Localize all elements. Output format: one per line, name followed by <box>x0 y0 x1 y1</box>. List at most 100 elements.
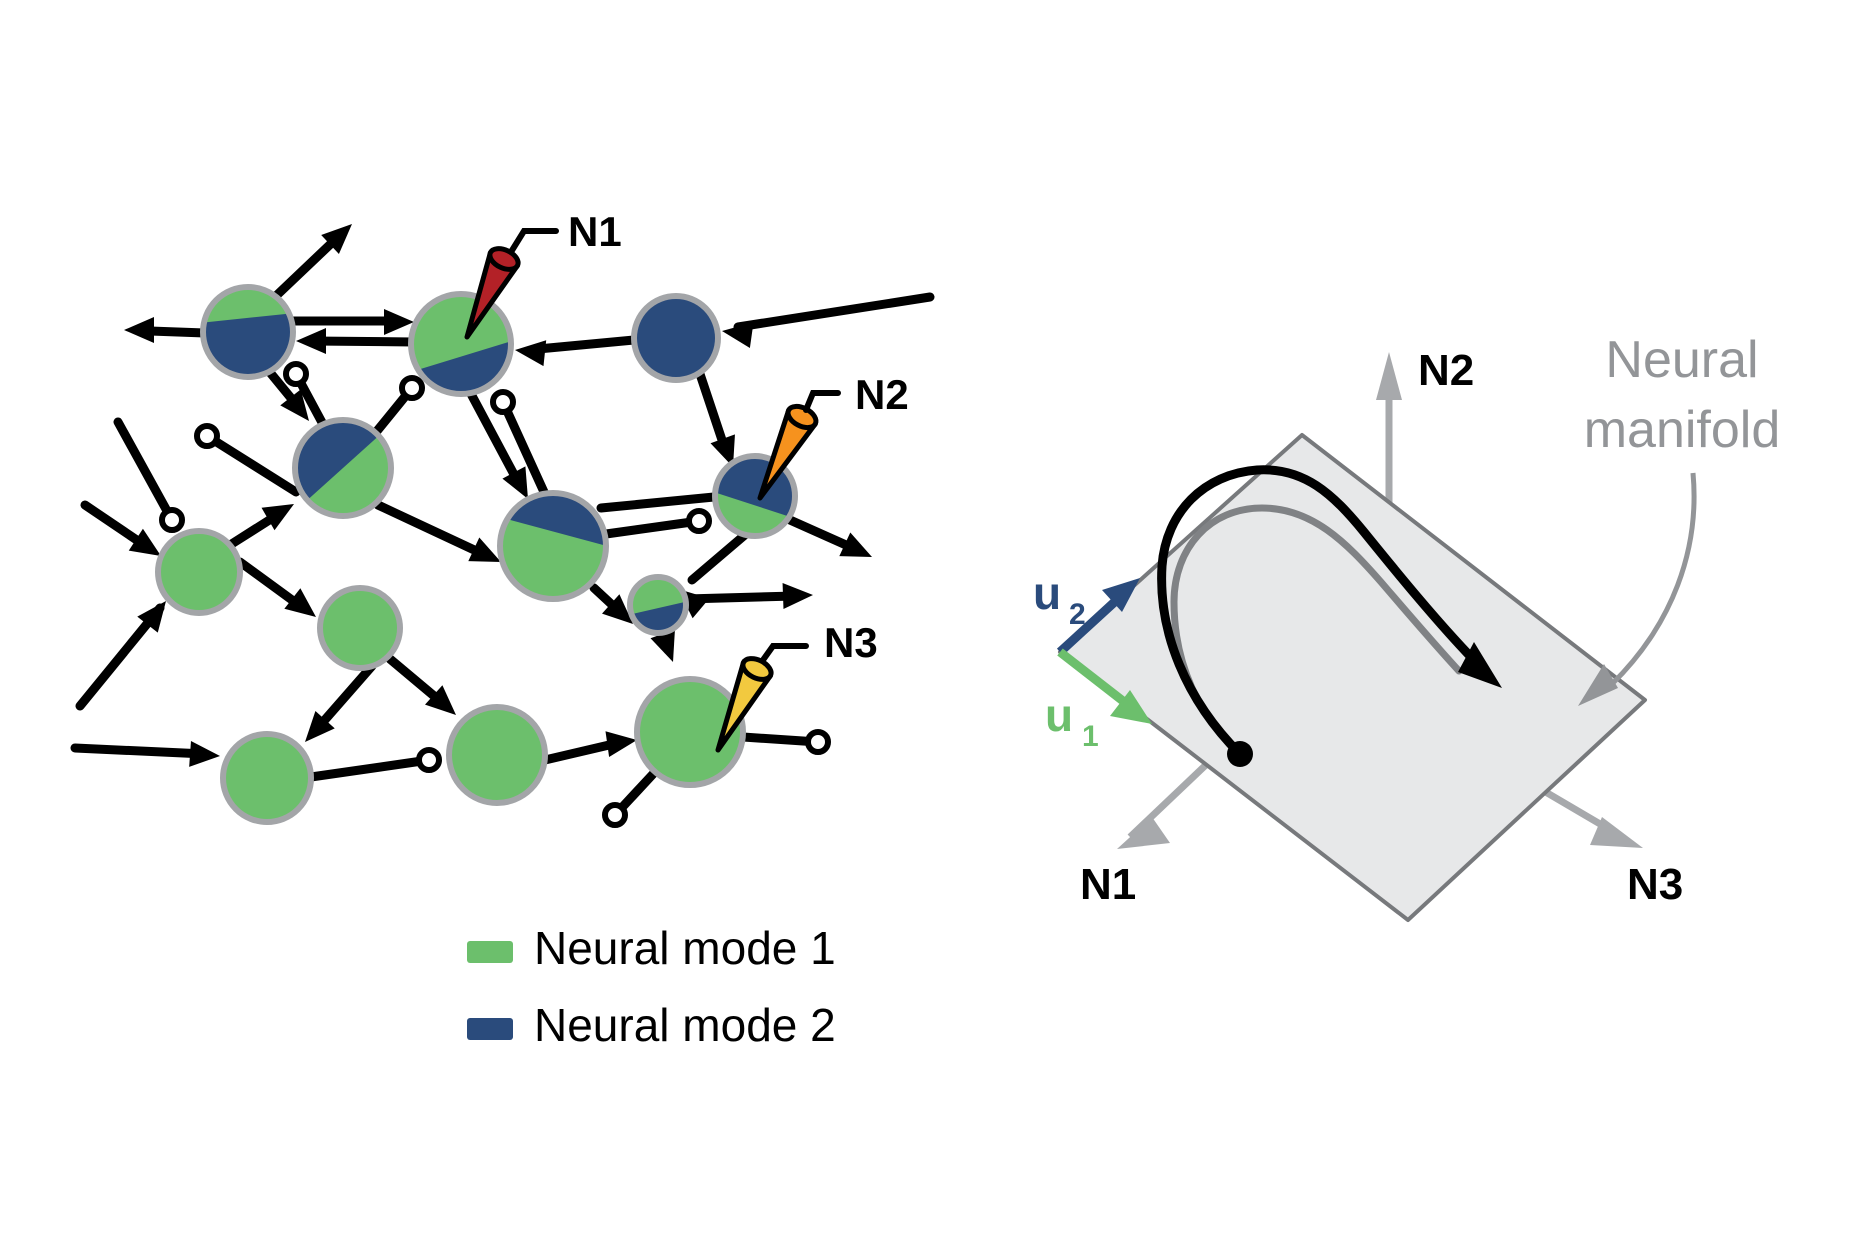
bouton-circle-icon <box>399 375 425 401</box>
neuron-outline <box>627 574 689 636</box>
synapse-terminal-icon <box>425 685 456 715</box>
synapse-terminals <box>124 224 872 828</box>
u2-label: u <box>1033 567 1061 619</box>
axon-stub-line <box>306 755 434 782</box>
axon-stub-line <box>498 397 549 497</box>
axon-line <box>687 529 751 585</box>
latent-trajectory <box>1157 465 1502 767</box>
neuron <box>634 676 746 788</box>
synapse-terminal-icon <box>280 389 309 421</box>
u2-subscript: 2 <box>1069 598 1086 631</box>
electrode-n3: N3 <box>715 619 878 753</box>
u1-label: u <box>1045 689 1073 741</box>
axon-stub-line <box>113 417 177 525</box>
bouton-circle-icon <box>805 729 831 755</box>
bouton-circle-icon <box>283 361 309 387</box>
synapse-terminal-icon <box>321 224 352 254</box>
leader-curve <box>1610 472 1697 686</box>
neuron <box>446 704 548 806</box>
electrode-leader-line <box>508 228 559 255</box>
neuron-body <box>634 296 718 380</box>
synapse-terminal-icon <box>602 594 633 624</box>
axis-n2-arrowhead-icon <box>1376 352 1402 400</box>
neuron <box>317 585 403 671</box>
neuron <box>497 490 609 602</box>
synapse-terminal-icon <box>710 434 735 467</box>
manifold-annotation-line1: Neural <box>1605 331 1758 389</box>
axon-line <box>272 232 343 300</box>
neuron <box>631 293 721 383</box>
synapse-terminal-icon <box>261 504 294 531</box>
synapse-terminal-icon <box>468 537 501 562</box>
electrode-leader-line <box>760 643 809 663</box>
legend: Neural mode 1 Neural mode 2 <box>467 922 836 1051</box>
neuron-outline <box>200 284 296 380</box>
electrode-leader-line <box>803 390 841 413</box>
leader-arrowhead-icon <box>1578 664 1618 706</box>
bouton-circle-icon <box>194 423 220 449</box>
neuron-outline <box>155 528 243 616</box>
basis-vectors <box>1056 578 1152 724</box>
neuron <box>292 417 394 519</box>
trajectory-start-dot <box>1227 741 1253 767</box>
neuron-mode-segment <box>507 492 606 546</box>
bouton-circle-icon <box>602 802 628 828</box>
axon-line <box>145 326 210 338</box>
u1-subscript: 1 <box>1082 720 1099 753</box>
axon-line <box>307 336 419 347</box>
axis-label-n2: N2 <box>1418 346 1474 395</box>
synapse-terminal-icon <box>605 731 637 758</box>
neuron-mode-segment <box>630 577 686 615</box>
manifold-annotation-leader <box>1578 472 1697 706</box>
neuron <box>200 284 296 380</box>
neuron-body <box>320 588 400 668</box>
electrode-label-n1: N1 <box>568 208 622 255</box>
neuron-outline <box>446 704 548 806</box>
synapse-terminal-icon <box>305 711 335 742</box>
axon-line <box>533 335 639 354</box>
legend-swatch-mode1-icon <box>467 941 513 963</box>
neuron <box>627 574 689 636</box>
bouton-circle-icon <box>416 747 442 773</box>
synapse-terminal-icon <box>189 740 220 767</box>
neuron <box>220 731 314 825</box>
u1-arrowhead-icon <box>1110 690 1152 724</box>
neurons <box>155 284 798 825</box>
electrode-n2: N2 <box>757 371 909 501</box>
synapse-terminal-icon <box>284 588 316 617</box>
u2-arrowhead-icon <box>1102 578 1140 612</box>
neuron-body <box>158 531 240 613</box>
bouton-circle-icon <box>159 507 185 533</box>
u1-vector <box>1057 648 1135 712</box>
axon-line <box>311 661 377 735</box>
axon-line <box>373 500 490 560</box>
axon-line <box>733 292 935 332</box>
neuron-body <box>449 707 545 803</box>
legend-swatch-mode2-icon <box>467 1018 513 1040</box>
bouton-circle-icon <box>686 508 712 534</box>
synapse-terminal-icon <box>124 317 154 343</box>
neuron-outline <box>497 490 609 602</box>
axon-line <box>75 603 165 711</box>
axon-line <box>465 387 523 487</box>
legend-label-mode1: Neural mode 1 <box>534 922 836 974</box>
synapse-terminal-icon <box>722 322 754 349</box>
axon-line <box>695 369 731 457</box>
synapse-terminal-icon <box>782 583 813 610</box>
neural-manifold-plane <box>1058 433 1647 922</box>
neuron-outline <box>292 417 394 519</box>
axis-n1-arrowhead-icon <box>1117 817 1170 849</box>
synapse-terminal-icon <box>515 340 547 367</box>
manifold-annotation-line2: manifold <box>1584 401 1781 459</box>
axon-line <box>596 492 719 513</box>
neuron-outline <box>220 731 314 825</box>
axis-label-n1: N1 <box>1080 860 1136 909</box>
axon-line <box>785 515 860 554</box>
neuron-outline <box>634 676 746 788</box>
synapse-terminal-icon <box>384 309 414 335</box>
neuron-body <box>637 679 743 785</box>
synapse-terminal-icon <box>128 528 161 556</box>
electrode-label-n2: N2 <box>855 371 909 418</box>
